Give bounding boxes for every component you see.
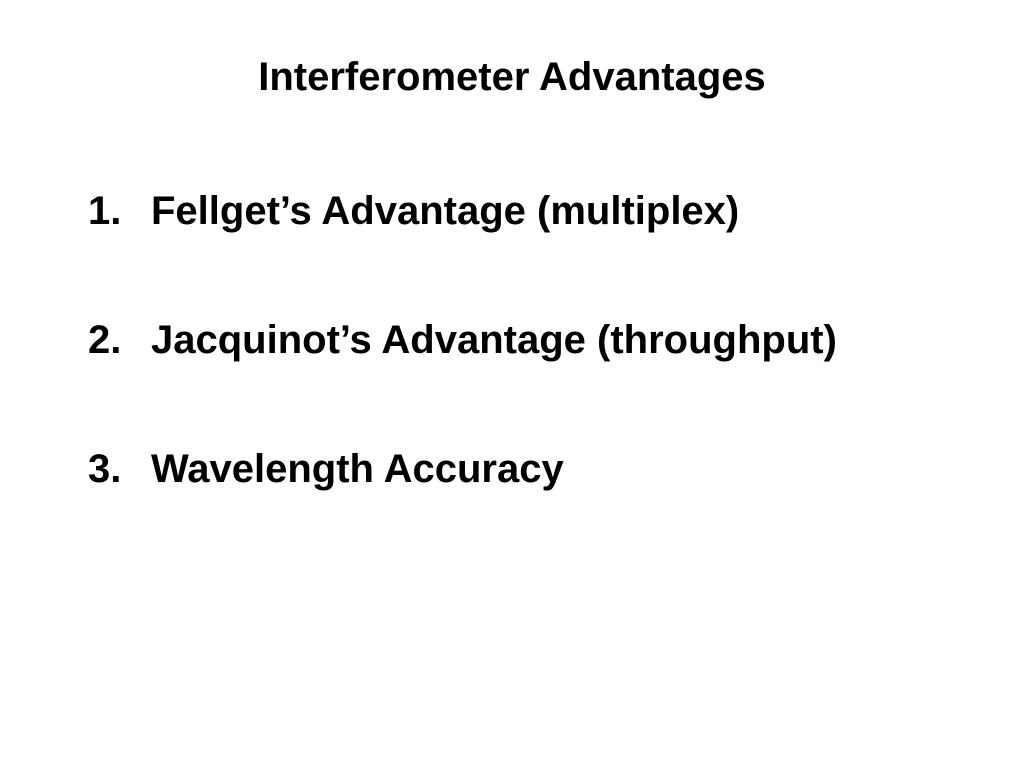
- list-item-number: 1.: [88, 189, 122, 233]
- slide-title: Interferometer Advantages: [258, 55, 766, 99]
- list-item: 3. Wavelength Accuracy: [88, 444, 988, 573]
- list-item-text: Wavelength Accuracy: [151, 447, 564, 491]
- list-item-number: 2.: [88, 318, 122, 362]
- list-item-text: Fellget’s Advantage (multiplex): [151, 189, 740, 233]
- list-item: 2. Jacquinot’s Advantage (throughput): [88, 315, 988, 444]
- list-item-number: 3.: [88, 447, 122, 491]
- list-item-text: Jacquinot’s Advantage (throughput): [151, 318, 837, 362]
- list-item: 1. Fellget’s Advantage (multiplex): [88, 186, 988, 315]
- advantages-list: 1. Fellget’s Advantage (multiplex) 2. Ja…: [88, 186, 988, 573]
